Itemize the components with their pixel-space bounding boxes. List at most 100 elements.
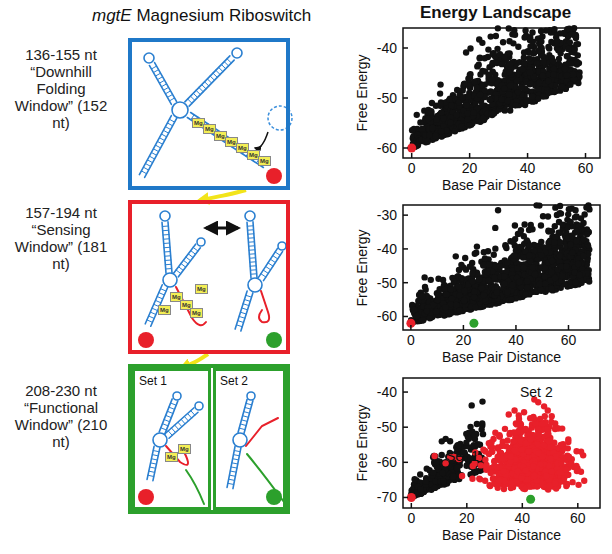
set-label: Set 2: [216, 372, 252, 390]
tick: [577, 503, 579, 508]
axis-tick-label: -30: [377, 207, 397, 223]
tick: [403, 214, 408, 216]
loop: [278, 242, 286, 250]
helix: [235, 291, 253, 331]
plot-frame: [403, 378, 600, 508]
tick: [403, 248, 408, 250]
strand: [186, 470, 204, 504]
tick: [403, 391, 408, 393]
tick: [403, 462, 408, 464]
axis-title: Base Pair Distance: [442, 527, 561, 543]
axis-tick-label: 60: [570, 510, 586, 526]
loop: [172, 102, 188, 118]
axis-tick-label: 40: [515, 510, 531, 526]
helix: [162, 222, 172, 273]
tick: [568, 325, 570, 330]
helix: [159, 399, 178, 434]
state-dot: [266, 489, 282, 505]
scatter-points: [408, 398, 486, 499]
helix: [227, 446, 241, 488]
window-panel: 136-155 nt “Downhill Folding Window” (15…: [128, 38, 290, 190]
window-panel: 157-194 nt “Sensing Window” (181 nt): [128, 200, 290, 354]
state-dot: [407, 144, 416, 153]
axis-title: Free Energy: [354, 54, 370, 131]
axis-title: Base Pair Distance: [442, 349, 561, 365]
axis-tick-label: -50: [377, 419, 397, 435]
helix: [174, 244, 201, 277]
state-dot: [138, 489, 154, 505]
loop: [233, 433, 247, 447]
axis-tick-label: -70: [377, 489, 397, 505]
state-dot: [138, 332, 154, 348]
loop: [232, 48, 242, 58]
axis-tick-label: 0: [408, 160, 416, 176]
fold-arrow: [255, 132, 268, 148]
loop: [153, 433, 167, 447]
tick: [522, 503, 524, 508]
plot-frame: [403, 28, 600, 158]
helix: [165, 408, 198, 438]
transition-arrow: [200, 190, 246, 200]
state-dot: [407, 493, 416, 502]
tick: [403, 147, 408, 149]
tick: [403, 426, 408, 428]
helix: [247, 222, 257, 278]
window-heading: 136-155 nt “Downhill Folding Window” (15…: [6, 46, 116, 131]
panel-heading: Energy Landscape: [420, 3, 571, 23]
loop: [195, 402, 203, 410]
tick: [411, 503, 413, 508]
scatter-points: [408, 202, 593, 326]
helix: [139, 116, 176, 178]
axis-tick-label: 60: [561, 332, 577, 348]
axis-tick-label: -40: [377, 40, 397, 56]
magnesium-ion: Mg: [165, 452, 178, 462]
plot-frame: [403, 205, 600, 330]
scatter-points: [409, 25, 583, 150]
axis-tick-label: -50: [377, 90, 397, 106]
tick: [411, 153, 413, 158]
window-panel: 208-230 nt “Functional Window” (210 nt)S…: [128, 364, 290, 514]
helix: [149, 63, 176, 105]
axis-tick-label: -40: [377, 241, 397, 257]
loop: [245, 211, 255, 221]
window-heading: 157-194 nt “Sensing Window” (181 nt): [6, 204, 116, 272]
magnesium-ion: Mg: [158, 305, 171, 315]
loop: [144, 53, 154, 63]
tick: [515, 325, 517, 330]
magnesium-ion: Mg: [190, 308, 203, 318]
set-panel: Set 1: [132, 368, 211, 510]
figure-title: mgtE Magnesium Riboswitch: [92, 6, 311, 26]
axis-tick-label: -50: [377, 275, 397, 291]
strand: [259, 291, 269, 322]
magnesium-ion: Mg: [178, 444, 191, 454]
axis-title: Base Pair Distance: [442, 177, 561, 193]
axis-title: Free Energy: [354, 229, 370, 306]
state-dot: [266, 168, 282, 184]
helix: [185, 56, 234, 106]
axis-tick-label: 20: [456, 332, 472, 348]
strand: [246, 418, 278, 446]
set-label: Set 1: [135, 372, 171, 390]
tick: [403, 282, 408, 284]
axis-tick-label: -60: [377, 454, 397, 470]
loop: [248, 278, 262, 292]
loop: [163, 273, 177, 287]
axis-title: Free Energy: [354, 404, 370, 481]
scatter-points: [431, 396, 587, 492]
tick: [466, 503, 468, 508]
helix: [238, 399, 253, 434]
magnesium-ion: Mg: [195, 284, 208, 294]
axis-tick-label: -60: [377, 308, 397, 324]
axis-tick-label: 0: [407, 332, 415, 348]
helix: [258, 248, 282, 280]
tick: [403, 316, 408, 318]
helix: [187, 112, 266, 167]
state-dot: [469, 319, 478, 328]
axis-tick-label: 0: [407, 510, 415, 526]
helix: [147, 446, 160, 480]
axis-tick-label: -40: [377, 384, 397, 400]
axis-tick-label: 60: [578, 160, 594, 176]
